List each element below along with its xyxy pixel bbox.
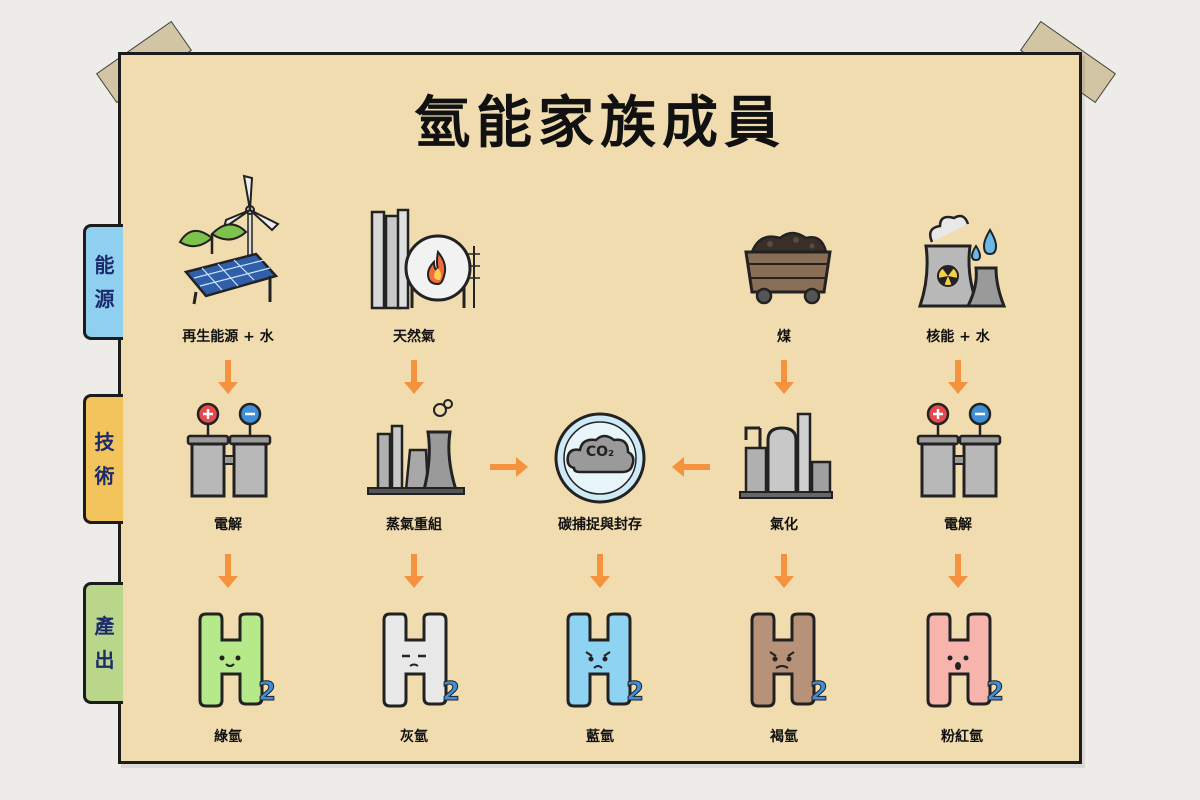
arrow-down-9 xyxy=(774,554,794,588)
gasification-plant-icon xyxy=(739,412,833,499)
arrow-down-2 xyxy=(404,360,424,394)
page-title: 氫能家族成員 xyxy=(414,91,786,156)
tech-steam-reforming-label: 蒸氣重組 xyxy=(386,517,442,533)
arrow-down-4 xyxy=(774,360,794,394)
arrow-down-6 xyxy=(218,554,238,588)
blue-hydrogen-mascot-icon: 2 xyxy=(566,612,645,708)
arrow-down-10 xyxy=(948,554,968,588)
carbon-capture-icon xyxy=(554,412,646,504)
pink-hydrogen-mascot-icon: 2 xyxy=(926,612,1005,708)
output-brown-label: 褐氫 xyxy=(770,729,798,745)
tab-output-char-2: 出 xyxy=(94,648,115,672)
green-hydrogen-mascot-icon: 2 xyxy=(198,612,277,708)
natural-gas-plant-icon xyxy=(370,208,480,310)
electrolysis-icon xyxy=(186,402,272,498)
arrow-right-to-ccs xyxy=(490,457,528,477)
output-pink-label: 粉紅氫 xyxy=(941,729,983,745)
svg-text:2: 2 xyxy=(626,677,644,707)
brown-hydrogen-mascot-icon: 2 xyxy=(750,612,829,708)
tab-energy-char-1: 能 xyxy=(94,253,115,277)
electrolysis-icon xyxy=(916,402,1002,498)
tab-output-char-1: 產 xyxy=(94,614,115,638)
arrow-down-1 xyxy=(218,360,238,394)
source-natural-gas-label: 天然氣 xyxy=(393,329,435,345)
tech-gasification-label: 氣化 xyxy=(770,517,798,533)
tech-ccs-label: 碳捕捉與封存 xyxy=(558,517,642,533)
output-blue-label: 藍氫 xyxy=(586,729,614,745)
arrow-left-to-ccs xyxy=(672,457,710,477)
svg-text:2: 2 xyxy=(810,677,828,707)
coal-cart-icon xyxy=(744,231,832,305)
source-renewable-label: 再生能源 + 水 xyxy=(182,329,274,345)
arrow-down-8 xyxy=(590,554,610,588)
tab-technology-char-2: 術 xyxy=(94,464,115,488)
arrow-down-7 xyxy=(404,554,424,588)
tab-energy-char-2: 源 xyxy=(94,287,115,311)
grey-hydrogen-mascot-icon: 2 xyxy=(382,612,461,708)
ccs-co2-text: CO₂ xyxy=(585,444,615,460)
svg-text:2: 2 xyxy=(986,677,1004,707)
tab-energy[interactable]: 能 源 xyxy=(83,224,123,340)
svg-text:2: 2 xyxy=(258,677,276,707)
tab-technology[interactable]: 技 術 xyxy=(83,394,123,524)
tech-electrolysis-right-label: 電解 xyxy=(944,517,972,533)
tab-output[interactable]: 產 出 xyxy=(83,582,123,704)
arrow-down-5 xyxy=(948,360,968,394)
svg-text:2: 2 xyxy=(442,677,460,707)
output-green-label: 綠氫 xyxy=(214,729,242,745)
output-grey-label: 灰氫 xyxy=(400,729,428,745)
nuclear-plant-icon xyxy=(917,214,1007,308)
steam-reforming-plant-icon xyxy=(367,399,465,495)
tech-electrolysis-left-label: 電解 xyxy=(214,517,242,533)
solar-wind-icon xyxy=(178,174,280,305)
source-coal-label: 煤 xyxy=(777,329,791,345)
tab-technology-char-1: 技 xyxy=(94,430,115,454)
source-nuclear-label: 核能 + 水 xyxy=(926,329,990,345)
